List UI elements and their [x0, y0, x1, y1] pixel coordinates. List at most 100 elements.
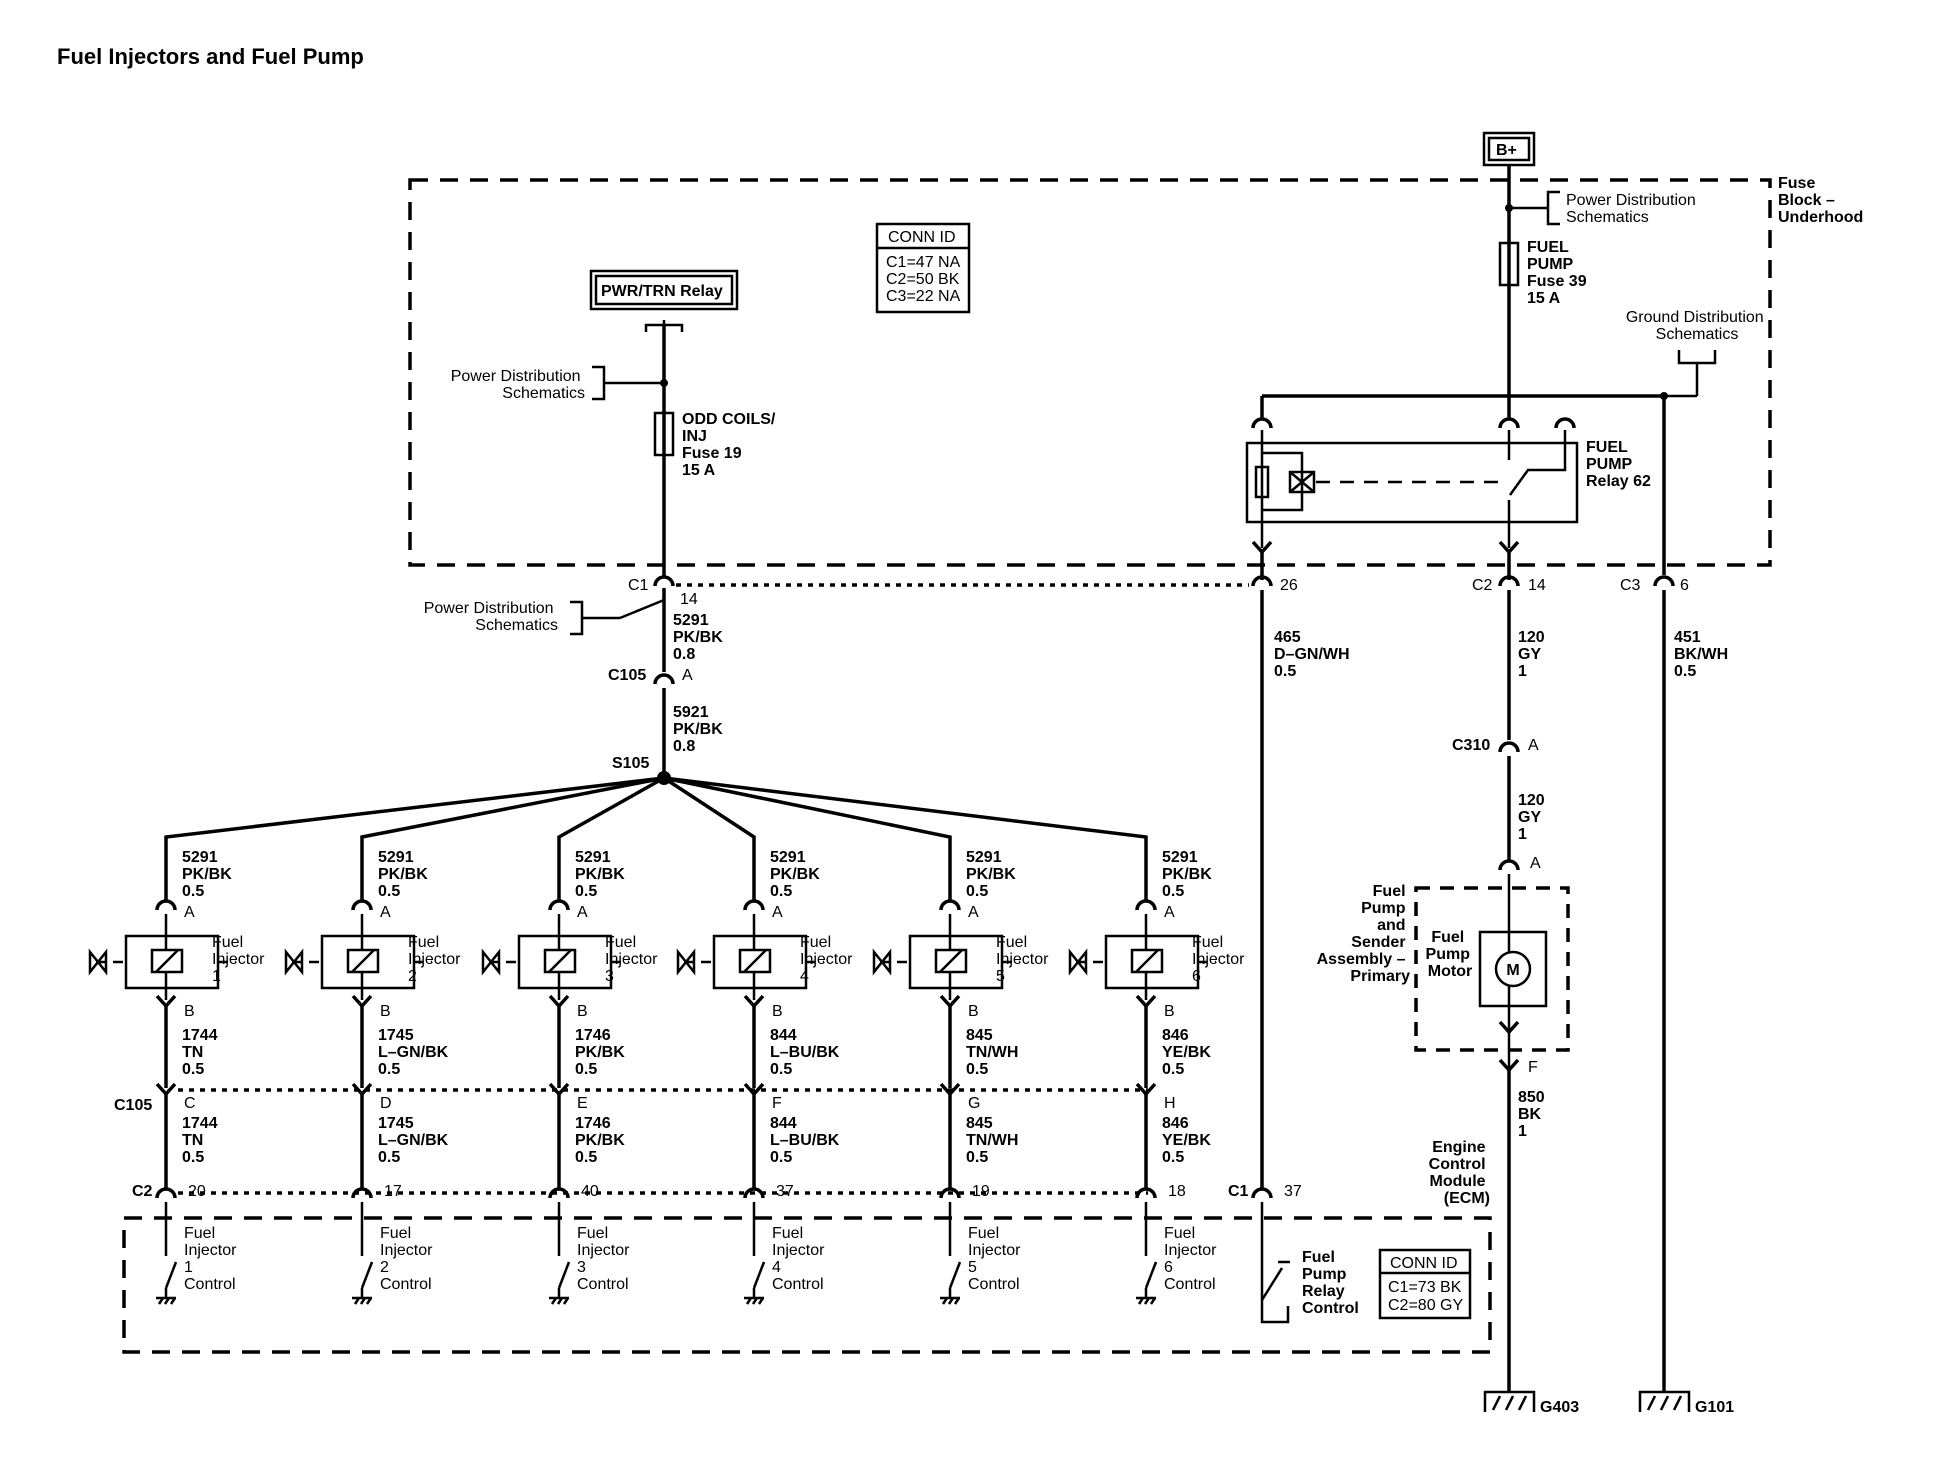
c105-top-label: C105: [608, 667, 646, 684]
svg-text:A: A: [772, 904, 783, 921]
fuel-injector-1: [124, 934, 220, 990]
pwr-trn-relay-box: PWR/TRN Relay: [589, 269, 739, 311]
fuel-pump-assembly-boundary: [1414, 886, 1570, 1052]
conn-id-ecm: CONN ID C1=73 BK C2=80 GY: [1378, 1248, 1472, 1320]
svg-text:A: A: [577, 904, 588, 921]
svg-text:26: 26: [1280, 577, 1298, 594]
svg-text:A: A: [1530, 855, 1541, 872]
c2-label: C2: [1472, 577, 1493, 594]
relay-control-label: Fuel Pump Relay Control: [1302, 1249, 1359, 1317]
svg-text:14: 14: [1528, 577, 1546, 594]
svg-text:B: B: [184, 1003, 195, 1020]
svg-text:17: 17: [384, 1183, 402, 1200]
svg-text:19: 19: [972, 1183, 990, 1200]
svg-text:C1: C1: [1228, 1183, 1249, 1200]
svg-text:H: H: [1164, 1095, 1176, 1112]
svg-text:CONN ID: CONN ID: [888, 229, 956, 246]
c105-bottom-label: C105: [114, 1097, 152, 1114]
c3-label: C3: [1620, 577, 1641, 594]
power-distribution-ref-3: Power Distribution Schematics: [424, 600, 558, 634]
fuel-pump-motor-box: [1478, 930, 1548, 1008]
svg-text:C2=80 GY: C2=80 GY: [1388, 1297, 1463, 1314]
svg-text:G101: G101: [1695, 1399, 1734, 1416]
battery-positive-box: B+: [1482, 131, 1536, 167]
svg-text:A: A: [184, 904, 195, 921]
wire-5291-top: 5291 PK/BK 0.8: [673, 612, 727, 663]
c1-label: C1: [628, 577, 649, 594]
svg-text:37: 37: [1284, 1183, 1302, 1200]
svg-text:A: A: [1164, 904, 1175, 921]
fuel-pump-relay: [1245, 441, 1579, 524]
ground-distribution-ref: Ground Distribution Schematics: [1626, 309, 1768, 343]
motor-symbol: [1494, 950, 1532, 988]
svg-text:C2=50 BK: C2=50 BK: [886, 271, 960, 288]
svg-text:A: A: [380, 904, 391, 921]
svg-text:6: 6: [1680, 577, 1689, 594]
svg-text:S105: S105: [612, 755, 649, 772]
svg-text:D: D: [380, 1095, 392, 1112]
wire-120-top: 120 GY 1: [1518, 629, 1549, 680]
c2-bottom-label: C2: [132, 1183, 153, 1200]
svg-text:B: B: [968, 1003, 979, 1020]
ground-g403: G403: [1483, 1390, 1579, 1416]
svg-text:G403: G403: [1540, 1399, 1579, 1416]
svg-text:F: F: [1528, 1059, 1538, 1076]
svg-text:C3=22 NA: C3=22 NA: [886, 288, 961, 305]
svg-text:C: C: [184, 1095, 196, 1112]
svg-text:G: G: [968, 1095, 980, 1112]
fuel-pump-assembly-label: Fuel Pump and Sender Assembly – Primary: [1317, 883, 1410, 985]
svg-text:20: 20: [188, 1183, 206, 1200]
svg-text:A: A: [968, 904, 979, 921]
fuse-block-boundary: [408, 178, 1772, 567]
svg-text:CONN ID: CONN ID: [1390, 1255, 1458, 1272]
svg-text:F: F: [772, 1095, 782, 1112]
wire-850: 850 BK 1: [1518, 1089, 1549, 1140]
svg-text:M: M: [1506, 962, 1519, 979]
fuel-pump-fuse-label: FUEL PUMP Fuse 39 15 A: [1527, 239, 1591, 307]
fuel-pump-fuse: [1498, 241, 1520, 287]
fuel-injector-6: [1104, 934, 1200, 990]
svg-text:E: E: [577, 1095, 588, 1112]
wire-5921: 5921 PK/BK 0.8: [673, 704, 727, 755]
ecm-label: Engine Control Module (ECM): [1429, 1139, 1490, 1207]
conn-id-fuse-block: CONN ID C1=47 NA C2=50 BK C3=22 NA: [875, 222, 971, 314]
fuel-injector-4: [712, 934, 808, 990]
fuel-injector-2: [320, 934, 416, 990]
svg-text:B+: B+: [1496, 142, 1517, 159]
svg-text:A: A: [682, 667, 693, 684]
fuel-injector-3: [517, 934, 613, 990]
fuse-block-label: Fuse Block – Underhood: [1778, 175, 1863, 226]
